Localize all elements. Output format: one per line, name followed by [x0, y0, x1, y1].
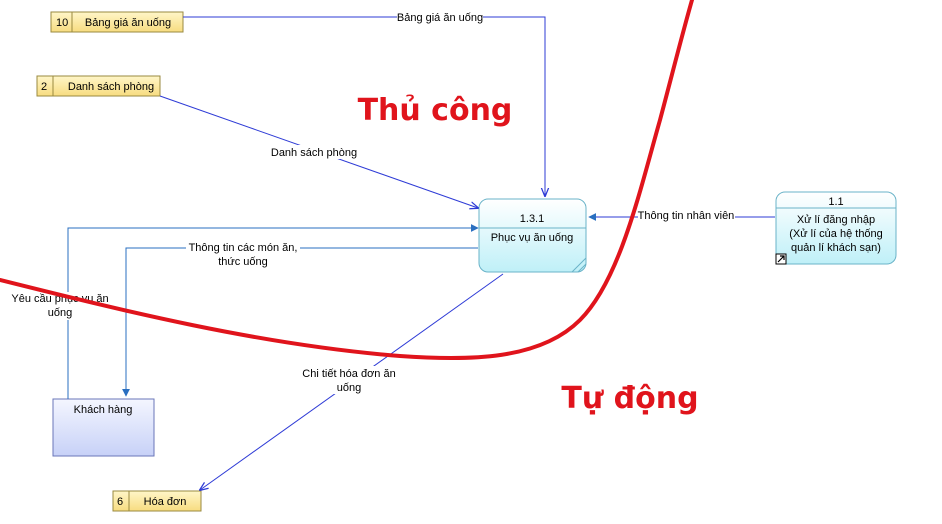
flow-label: Thông tin nhân viên: [638, 210, 735, 222]
flow-label-line2: uống: [337, 382, 361, 394]
process-xu-li-dang-nhap[interactable]: 1.1 Xử lí đăng nhập (Xử lí của hệ thống …: [775, 191, 897, 265]
process-label-line2: (Xử lí của hệ thống: [789, 228, 883, 240]
automation-boundary: [0, 0, 694, 361]
zone-label-manual: Thủ công: [358, 93, 513, 128]
process-id: 1.1: [828, 196, 843, 208]
store-name: Hóa đơn: [144, 496, 187, 508]
store-hoa-don[interactable]: 6 Hóa đơn: [112, 490, 202, 512]
flow-label-line2: uống: [48, 307, 72, 319]
flow-label-line2: thức uống: [218, 256, 268, 268]
store-name: Danh sách phòng: [68, 81, 154, 93]
store-id: 2: [41, 81, 47, 93]
store-name: Bảng giá ăn uống: [85, 17, 171, 29]
entity-label: Khách hàng: [74, 404, 133, 416]
store-id: 6: [117, 496, 123, 508]
flow-thong-tin-mon-an[interactable]: Thông tin các món ăn, thức uống: [122, 241, 478, 397]
process-phuc-vu-an-uong[interactable]: 1.3.1 Phục vụ ăn uống: [478, 198, 587, 273]
shortcut-icon: [775, 253, 787, 265]
flow-label-line1: Thông tin các món ăn,: [189, 242, 298, 254]
store-bang-gia[interactable]: 10 Bảng giá ăn uống: [50, 11, 184, 33]
store-danh-sach-phong[interactable]: 2 Danh sách phòng: [36, 75, 161, 97]
store-id: 10: [56, 17, 68, 29]
zone-label-auto: Tự động: [561, 381, 698, 416]
flow-label: Danh sách phòng: [271, 147, 357, 159]
flow-label-line1: Chi tiết hóa đơn ăn: [302, 368, 395, 380]
flow-danh-sach-phong[interactable]: Danh sách phòng: [159, 95, 478, 208]
process-id: 1.3.1: [520, 213, 544, 225]
process-label: Phục vụ ăn uống: [491, 232, 574, 244]
process-label-line1: Xử lí đăng nhập: [797, 214, 875, 226]
flow-bang-gia[interactable]: Bảng giá ăn uống: [183, 10, 545, 196]
flow-chi-tiet-hoa-don[interactable]: Chi tiết hóa đơn ăn uống: [200, 273, 504, 490]
process-label-line3: quản lí khách sạn): [791, 242, 881, 254]
flow-thong-tin-nhan-vien[interactable]: Thông tin nhân viên: [588, 209, 775, 223]
entity-khach-hang[interactable]: Khách hàng: [52, 398, 155, 457]
flow-label: Bảng giá ăn uống: [397, 12, 483, 24]
